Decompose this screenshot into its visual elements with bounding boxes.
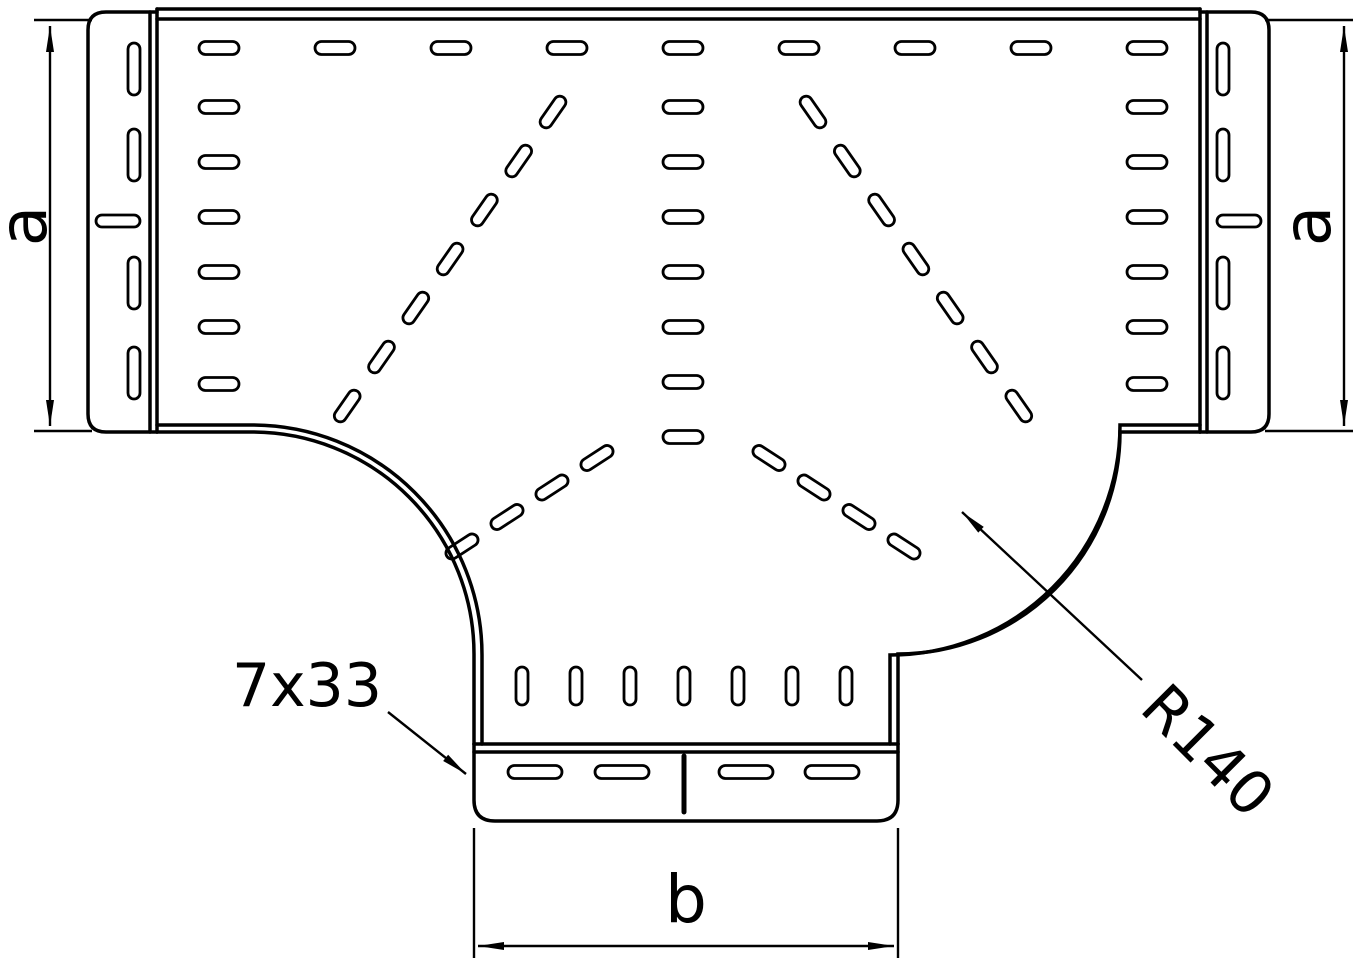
dim-b-label: b [665,861,707,938]
perforation-slot [838,665,854,707]
dim-a-right [1265,18,1353,433]
perforation-slot [798,94,828,130]
perforation-slot [197,264,241,280]
perforation-slot [401,290,431,326]
radius-callout-label: R140 [1127,671,1287,831]
perforation-slot [1215,213,1263,229]
perforation-slot [470,192,499,228]
perforation-slot [538,94,568,130]
perforation-slot [126,345,142,401]
perforation-slot [593,764,651,780]
perforation-slot [126,255,142,311]
perforation-slot [661,209,705,225]
left-end-plate [86,10,159,434]
perforation-slot [197,209,241,225]
perforation-slots [94,40,1263,780]
perforation-slot [489,503,525,531]
perforation-slot [796,473,832,502]
perforation-slot [1215,127,1231,183]
perforation-slot [661,264,705,280]
perforation-slot [901,241,931,277]
left-curve-outer-edge [155,430,476,746]
perforation-slot [1009,40,1053,56]
perforation-slot [506,764,564,780]
perforation-slot [661,99,705,115]
perforation-slot [970,339,999,375]
left-curve-inner-edge [155,423,484,746]
right-end-plate [1198,10,1271,434]
perforation-slot [367,339,396,375]
perforation-slot [1125,319,1169,335]
perforation-slot [126,127,142,183]
slot-callout-label: 7x33 [232,651,382,721]
perforation-slot [429,40,473,56]
perforation-slot [935,290,965,326]
perforation-slot [126,41,142,97]
perforation-slot [730,665,746,707]
perforation-slot [676,665,692,707]
perforation-slot [893,40,937,56]
perforation-slot [1004,388,1034,424]
perforation-slot [435,241,465,277]
perforation-slot [1125,154,1169,170]
dim-a-right-label: a [1269,206,1346,246]
perforation-slot [886,532,922,561]
dim-b [472,828,900,958]
perforation-slot [197,376,241,392]
dim-a-left [34,18,92,433]
perforation-slot [1215,41,1231,97]
perforation-slot [197,40,241,56]
perforation-slot [197,99,241,115]
dim-a-left-label: a [0,206,62,246]
perforation-slot [661,154,705,170]
perforation-slot [784,665,800,707]
perforation-slot [833,143,862,179]
perforation-slot [661,40,705,56]
perforation-slot [545,40,589,56]
perforation-slot [514,665,530,707]
perforation-slot [1125,209,1169,225]
perforation-slot [504,143,533,179]
perforation-slot [1125,264,1169,280]
perforation-slot [568,665,584,707]
perforation-slot [94,213,142,229]
perforation-slot [332,388,362,424]
perforation-slot [1125,99,1169,115]
perforation-slot [444,532,480,561]
perforation-slot [661,374,705,390]
perforation-slot [661,319,705,335]
radius-callout-leader [961,511,1143,681]
perforation-slot [579,444,615,472]
perforation-slot [777,40,821,56]
perforation-slot [534,473,570,502]
bottom-end-plate [472,742,900,823]
perforation-slot [197,154,241,170]
perforation-slot [1125,40,1169,56]
perforation-slot [197,319,241,335]
perforation-slot [622,665,638,707]
perforation-slot [1215,255,1231,311]
perforation-slot [313,40,357,56]
perforation-slot [867,192,896,228]
tray-outline [86,7,1271,823]
slot-callout-leader [387,711,467,775]
perforation-slot [717,764,775,780]
perforation-slot [661,429,705,445]
dimensions: a a b 7x33 R140 [0,18,1353,958]
perforation-slot [803,764,861,780]
perforation-slot [841,503,877,531]
right-curve-inner-edge [888,423,1202,746]
perforation-slot [1215,345,1231,401]
perforation-slot [1125,376,1169,392]
perforation-slot [751,444,787,472]
